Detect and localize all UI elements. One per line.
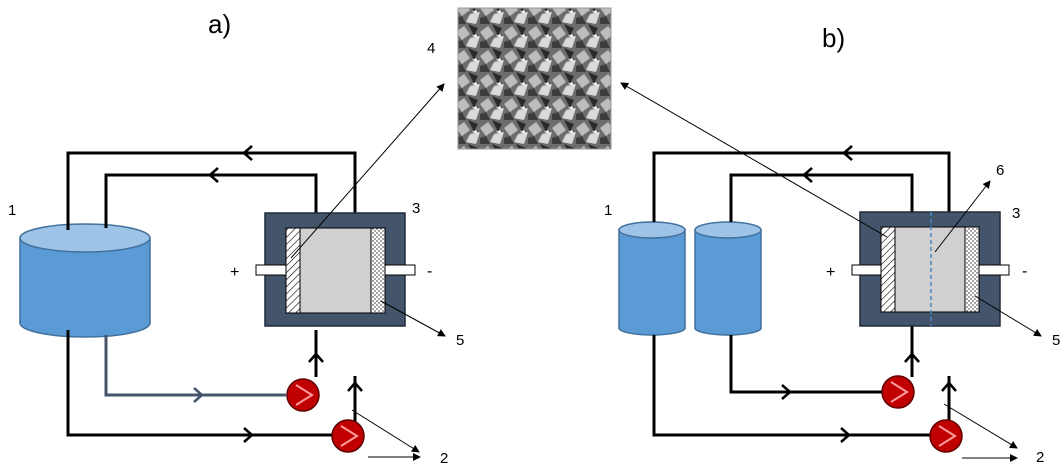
cathode-electrode-icon: [370, 227, 386, 314]
label-membrane: 6: [996, 162, 1004, 179]
flow-arrows-b: [781, 145, 957, 443]
label-reservoir-b: 1: [604, 202, 612, 219]
anode-electrode-icon: [880, 226, 896, 313]
terminal-negative-b: [978, 264, 1010, 276]
cell-b: [851, 211, 1010, 327]
cathode-electrode-icon: [964, 226, 980, 313]
panel-b: b) 1: [604, 23, 1060, 466]
leaders-b: [620, 82, 1042, 462]
pump-icon: [929, 419, 963, 453]
panel-b-label: b): [822, 23, 845, 53]
feed-pipe-a: [104, 335, 286, 397]
terminal-negative-a: [384, 264, 416, 276]
sem-micrograph-image: [457, 7, 612, 150]
reservoir-tank-icon: [19, 223, 151, 338]
anode-electrode-icon: [285, 227, 301, 314]
sign-positive-b: +: [826, 264, 835, 281]
sign-negative-b: -: [1022, 263, 1027, 280]
pipes-b: [652, 151, 951, 437]
reservoir-tank-icon: [618, 221, 686, 336]
label-cathode-a: 5: [456, 332, 464, 349]
panel-a-label: a): [208, 9, 231, 39]
label-cell-a: 3: [412, 200, 420, 217]
label-cell-b: 3: [1012, 205, 1020, 222]
pump-icon: [881, 375, 915, 409]
label-pump-b: 2: [1036, 449, 1044, 466]
label-cathode-b: 5: [1052, 332, 1060, 349]
flow-arrow-feed-a: [193, 387, 204, 403]
reservoir-tank-icon: [694, 221, 762, 336]
pump-icon: [331, 419, 365, 453]
label-micrograph: 4: [427, 40, 435, 57]
sign-negative-a: -: [427, 263, 432, 280]
leaders-a: [290, 83, 446, 461]
terminal-positive-b: [851, 264, 882, 276]
pump-icon: [286, 378, 320, 412]
cell-a: [255, 212, 416, 327]
terminal-positive-a: [255, 264, 287, 276]
sign-positive-a: +: [230, 264, 239, 281]
label-pump-a: 2: [440, 450, 448, 467]
label-reservoir-a: 1: [8, 202, 16, 219]
panel-a: a) 1: [8, 9, 464, 467]
flow-arrows-a: [208, 145, 363, 443]
